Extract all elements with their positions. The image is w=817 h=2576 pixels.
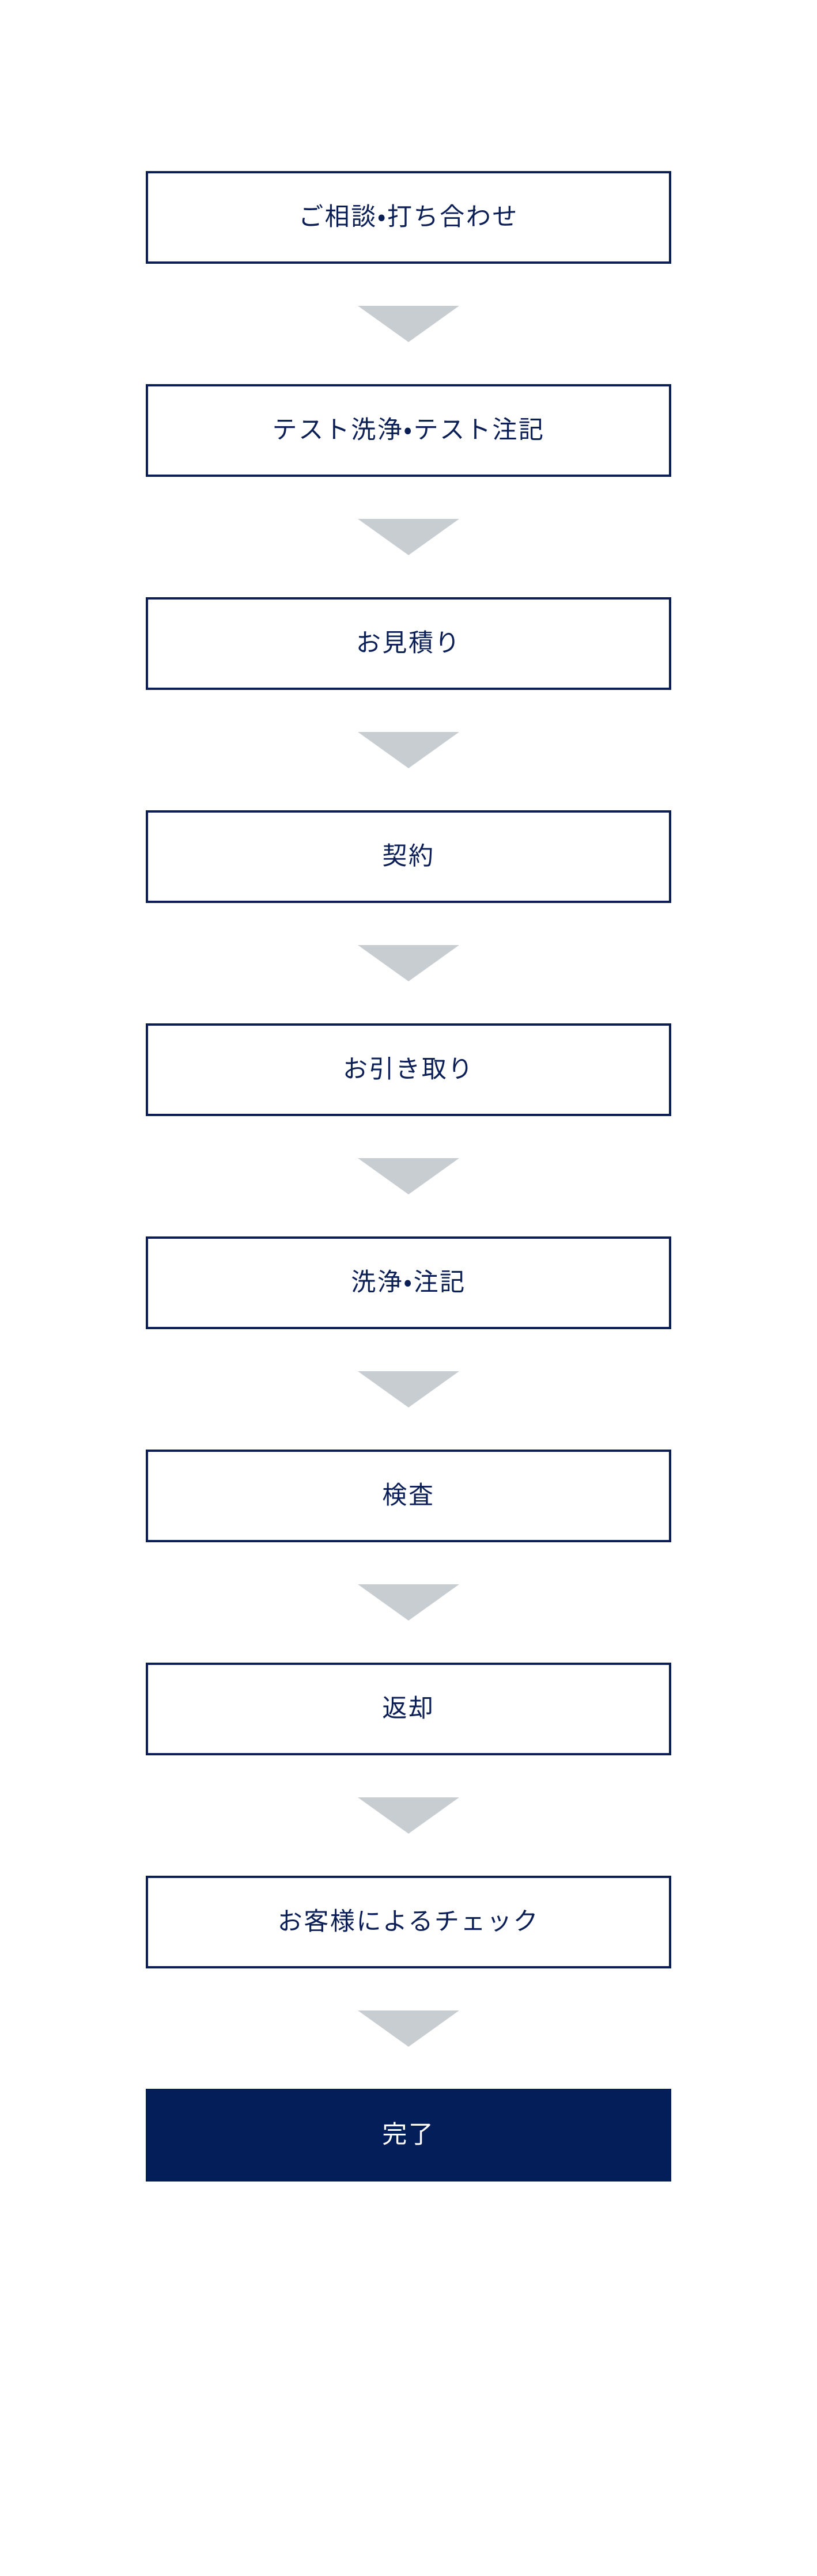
connector-8 (0, 1755, 817, 1876)
triangle-down-icon (358, 306, 459, 342)
triangle-down-icon (358, 2010, 459, 2047)
flow-step-stack: ご相談・打ち合わせ テスト洗浄・テスト注記 お見積り 契約 (0, 171, 817, 2182)
step-label: テスト洗浄・テスト注記 (272, 415, 545, 445)
flow-step-7: 検査 (0, 1450, 817, 1542)
step-box-return[interactable]: 返却 (146, 1663, 671, 1755)
step-box-pickup[interactable]: お引き取り (146, 1023, 671, 1116)
step-label: 洗浄・注記 (351, 1268, 466, 1297)
connector-4 (0, 903, 817, 1023)
step-label: 完了 (382, 2120, 435, 2149)
step-box-complete[interactable]: 完了 (146, 2089, 671, 2182)
step-box-contract[interactable]: 契約 (146, 810, 671, 903)
step-box-estimate[interactable]: お見積り (146, 597, 671, 690)
flow-step-9: お客様によるチェック (0, 1876, 817, 1968)
flow-step-1: ご相談・打ち合わせ (0, 171, 817, 264)
triangle-down-icon (358, 1371, 459, 1407)
triangle-down-icon (358, 519, 459, 555)
step-label: ご相談・打ち合わせ (298, 202, 519, 232)
flow-step-10: 完了 (0, 2089, 817, 2182)
step-label: お見積り (355, 628, 462, 658)
connector-7 (0, 1542, 817, 1663)
step-box-test-cleaning[interactable]: テスト洗浄・テスト注記 (146, 384, 671, 477)
step-label: 契約 (382, 841, 435, 871)
triangle-down-icon (358, 1158, 459, 1194)
step-box-consultation[interactable]: ご相談・打ち合わせ (146, 171, 671, 264)
connector-2 (0, 477, 817, 597)
triangle-down-icon (358, 945, 459, 981)
step-label: 検査 (382, 1481, 435, 1510)
flow-step-2: テスト洗浄・テスト注記 (0, 384, 817, 477)
flow-step-3: お見積り (0, 597, 817, 690)
connector-3 (0, 690, 817, 810)
connector-9 (0, 1968, 817, 2089)
step-box-inspection[interactable]: 検査 (146, 1450, 671, 1542)
step-label: 返却 (382, 1694, 435, 1723)
step-box-cleaning[interactable]: 洗浄・注記 (146, 1236, 671, 1329)
flow-step-4: 契約 (0, 810, 817, 903)
connector-6 (0, 1329, 817, 1450)
flow-step-6: 洗浄・注記 (0, 1236, 817, 1329)
step-box-customer-check[interactable]: お客様によるチェック (146, 1876, 671, 1968)
step-label: お客様によるチェック (277, 1907, 540, 1936)
flow-step-5: お引き取り (0, 1023, 817, 1116)
triangle-down-icon (358, 732, 459, 768)
triangle-down-icon (358, 1797, 459, 1834)
flow-step-8: 返却 (0, 1663, 817, 1755)
connector-5 (0, 1116, 817, 1236)
connector-1 (0, 264, 817, 384)
step-label: お引き取り (343, 1054, 474, 1084)
triangle-down-icon (358, 1584, 459, 1621)
